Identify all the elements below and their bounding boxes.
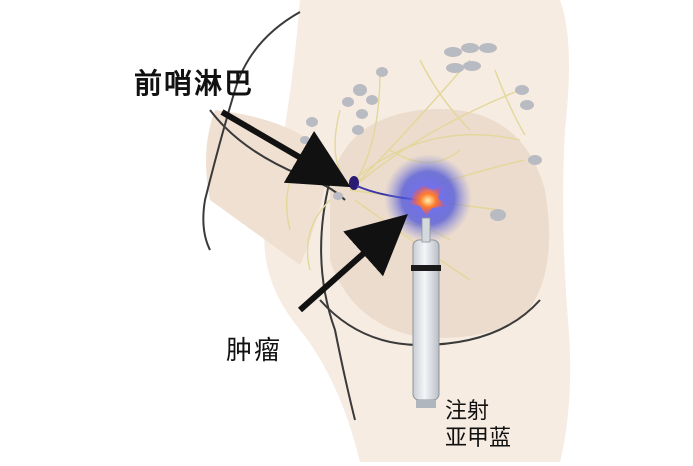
tumor-label: 肿瘤 <box>226 336 283 366</box>
tumor-core <box>410 185 446 216</box>
sentinel-node <box>349 176 359 190</box>
side-outline <box>320 179 356 421</box>
lymph-nodes <box>300 43 542 221</box>
syringe <box>411 217 441 408</box>
injection-label-line2: 亚甲蓝 <box>445 426 512 451</box>
injection-label: 注射 亚甲蓝 <box>445 398 511 452</box>
lymph-vessels <box>285 59 526 281</box>
sentinel-arrow <box>220 109 351 188</box>
tumor-arrow <box>298 214 408 313</box>
sentinel-lymph-label: 前哨淋巴 <box>134 67 255 100</box>
injection-label-line1: 注射 <box>445 399 490 424</box>
